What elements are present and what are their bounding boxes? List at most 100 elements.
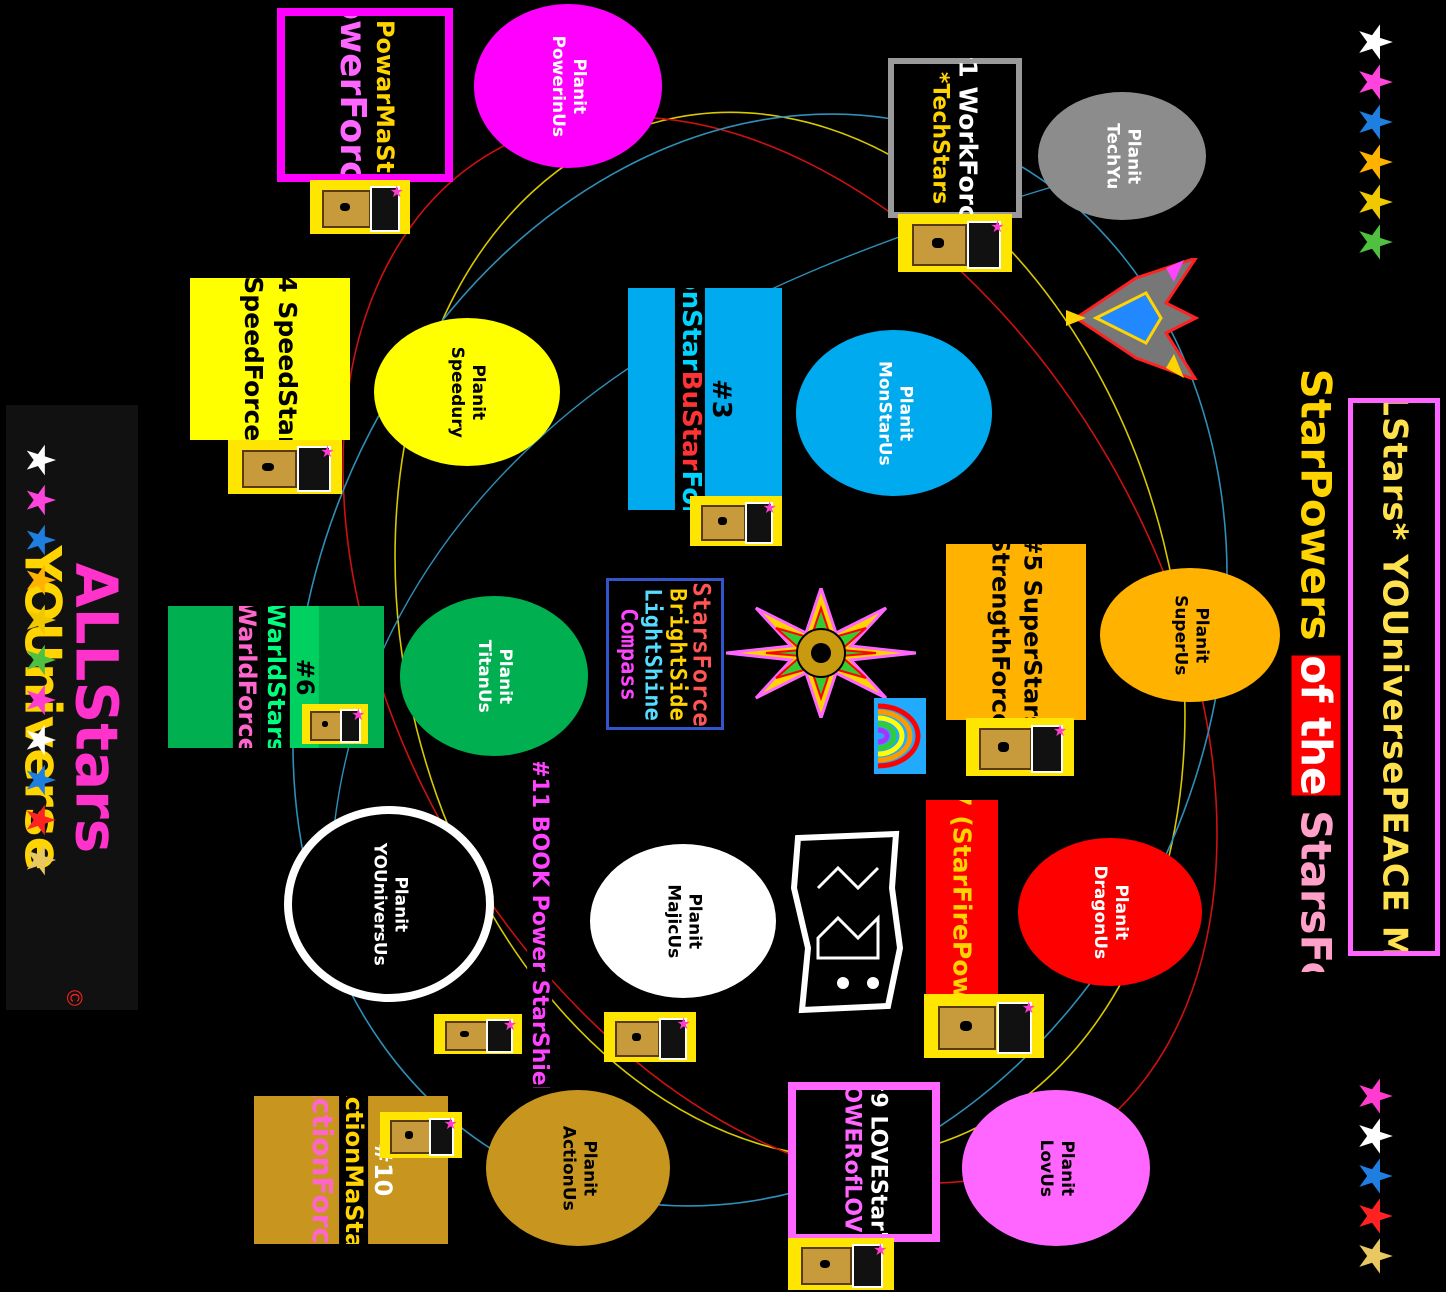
force-1-subtitle: *TechStars [928, 58, 953, 218]
planet-label: Planit [494, 639, 515, 712]
star-icon: ★ [20, 762, 60, 798]
treasure-chest-icon: ★ [434, 1014, 522, 1054]
star-icon: ★ [1356, 141, 1396, 182]
planet-label: Planit [894, 361, 915, 466]
planet-label: Planit [389, 843, 410, 966]
star-icon: ★ [20, 602, 60, 638]
planet-name: TitanUs [473, 639, 494, 712]
star-icon: ★ [20, 562, 60, 598]
force-6-title: WarldStars [262, 606, 291, 748]
compass-line-3: LightShine [640, 582, 664, 727]
star-icon: ★ [20, 482, 60, 518]
star-icon: ★ [20, 642, 60, 678]
treasure-chest-icon: ★ [310, 180, 410, 234]
planet-name: SuperUs [1169, 595, 1190, 675]
force-3-card: #3 MonStarBuStarForce [628, 288, 782, 510]
force-5-title: #5 SuperStars [1016, 544, 1048, 720]
subtitle-part-1: x11 StarPowers [1292, 360, 1341, 655]
force-8-11-title: #8 & #11 BOOK Power StarShieldians [528, 762, 553, 1088]
planet-label: Planit [1110, 865, 1131, 959]
planet-label: Planit [1190, 595, 1211, 675]
copyright-mark: © [61, 990, 87, 1006]
planet-name: ActionUs [557, 1126, 578, 1211]
treasure-chest-icon: ★ [690, 496, 782, 546]
planet-name: MonStarUs [873, 361, 894, 466]
force-9-subtitle: POWERofLOVE: [838, 1082, 864, 1242]
treasure-chest-icon: ★ [228, 440, 342, 494]
force-9-title: #9 LOVEStar's [864, 1082, 890, 1242]
force-7-card: #7 (StarFirePowar [926, 800, 998, 996]
star-icon: ★ [1356, 1195, 1396, 1236]
force-3-part-2: BuStar [676, 371, 706, 471]
map-subtitle: x11 StarPowers of the StarsForce [1286, 360, 1346, 972]
subtitle-part-2: of the [1292, 655, 1341, 795]
dragon-map-icon [788, 828, 906, 1014]
star-icon: ★ [1356, 1115, 1396, 1156]
star-icon: ★ [1356, 221, 1396, 262]
force-6-subtitle: WarldForce [233, 606, 262, 748]
rocket-ship-icon [1066, 258, 1202, 380]
star-icon: ★ [20, 722, 60, 758]
force-5-subtitle: StrengthForce [984, 544, 1016, 720]
force-10-subtitle: ActionForce [305, 1096, 339, 1244]
planet-label: Planit [683, 884, 704, 958]
star-column-bottom-right: ★ ★ ★ ★ ★ [1340, 1076, 1412, 1276]
treasure-chest-icon: ★ [302, 704, 368, 744]
star-icon: ★ [1356, 21, 1396, 62]
treasure-chest-icon: ★ [604, 1012, 696, 1062]
force-9-card: #9 LOVEStar's POWERofLOVE: [788, 1082, 940, 1242]
treasure-chest-icon: ★ [924, 994, 1044, 1058]
star-icon: ★ [1356, 1155, 1396, 1196]
star-icon: ★ [20, 682, 60, 718]
planet-name: Speedury [446, 346, 467, 437]
force-1-card: #1 WorkForce *TechStars [888, 58, 1022, 218]
compass-line-2: BrightSide [664, 582, 688, 727]
force-10-title: ActionMaStar [339, 1096, 368, 1244]
force-4-card: #4 SpeedStars SpeedForce [190, 278, 350, 440]
treasure-chest-icon: ★ [898, 214, 1012, 272]
compass-line-1: StarsForce [688, 582, 714, 727]
planet-label: Planit [578, 1126, 599, 1211]
treasure-chest-icon: ★ [380, 1112, 462, 1158]
logo-line-1: ALLStars [68, 545, 126, 870]
force-5-card: #5 SuperStars StrengthForce [946, 544, 1086, 720]
star-column-logo: ★ ★ ★ ★ ★ ★ ★ ★ ★ ★ ★ [10, 440, 70, 880]
star-icon: ★ [1356, 1075, 1396, 1116]
planet-label: Planit [1122, 123, 1143, 189]
map-title-banner: *ALLStars* YOUniversePEACE MAP: [1348, 398, 1440, 956]
star-icon: ★ [1356, 61, 1396, 102]
force-4-subtitle: SpeedForce [236, 278, 270, 440]
star-column-top-right: ★ ★ ★ ★ ★ ★ [1340, 22, 1412, 262]
planet-name: MajicUs [662, 884, 683, 958]
compass-line-4: Compass [616, 582, 640, 727]
force-2-card: #2 PowarMaStars PowerForce: [277, 8, 453, 182]
planet-name: LovUs [1035, 1139, 1056, 1197]
planet-name: YOUniversUs [368, 843, 389, 966]
subtitle-part-3: StarsForce [1292, 795, 1341, 972]
star-icon: ★ [1356, 1235, 1396, 1276]
star-icon: ★ [1356, 181, 1396, 222]
planet-label: Planit [1056, 1139, 1077, 1197]
planet-label: Planit [568, 35, 589, 137]
star-icon: ★ [20, 442, 60, 478]
planet-label: Planit [467, 346, 488, 437]
treasure-chest-icon: ★ [966, 718, 1074, 776]
planet-name: PowerinUs [547, 35, 568, 137]
force-4-title: #4 SpeedStars [270, 278, 304, 440]
planet-name: TechYu [1101, 123, 1122, 189]
star-icon: ★ [1356, 101, 1396, 142]
force-2-title: #2 PowarMaStars [372, 8, 398, 182]
compass-card: StarsForce BrightSide LightShine Compass [606, 578, 724, 730]
planet-name: DragonUs [1089, 865, 1110, 959]
